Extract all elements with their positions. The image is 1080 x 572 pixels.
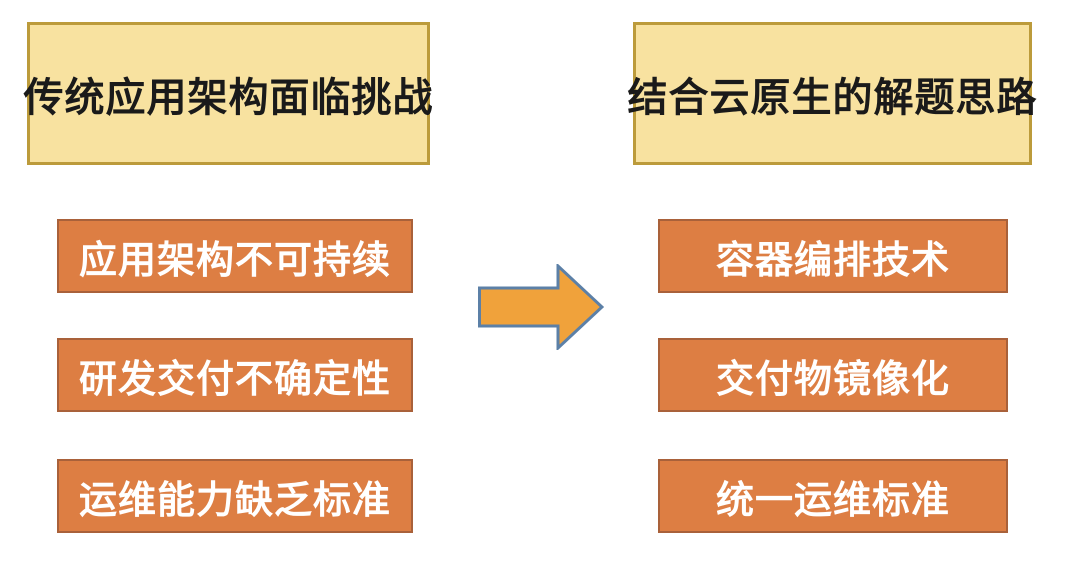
challenge-item-architecture: 应用架构不可持续 — [57, 219, 413, 293]
solution-item-container-orchestration: 容器编排技术 — [658, 219, 1008, 293]
right-arrow-icon — [478, 264, 604, 350]
solution-item-image-delivery: 交付物镜像化 — [658, 338, 1008, 412]
challenge-item-operations: 运维能力缺乏标准 — [57, 459, 413, 533]
right-arrow-shape — [478, 264, 604, 350]
solutions-header: 结合云原生的解题思路 — [628, 22, 1037, 165]
solution-item-unified-ops: 统一运维标准 — [658, 459, 1008, 533]
challenges-header: 传统应用架构面临挑战 — [24, 22, 433, 165]
challenge-item-delivery: 研发交付不确定性 — [57, 338, 413, 412]
